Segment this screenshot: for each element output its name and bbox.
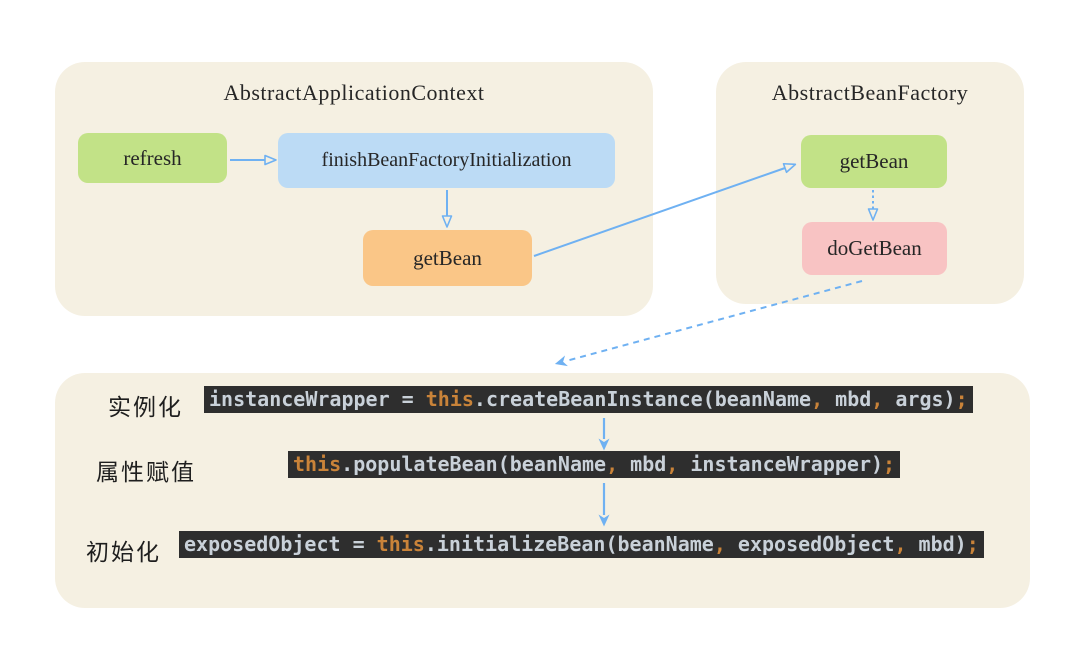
panel-application-context: AbstractApplicationContext refresh finis…	[55, 62, 653, 316]
panel-title-application-context: AbstractApplicationContext	[223, 80, 485, 105]
code-token-plain: mbd	[823, 387, 872, 411]
panel-title-bean-factory: AbstractBeanFactory	[771, 80, 969, 105]
panel-bean-lifecycle: 实例化 instanceWrapper = this.createBeanIns…	[55, 373, 1030, 608]
panel-bean-factory: AbstractBeanFactory getBean doGetBean	[716, 62, 1024, 304]
code-token-plain: .populateBean(beanName	[341, 452, 607, 476]
code-token-keyword: ;	[955, 387, 968, 411]
step-label-instantiation: 实例化	[108, 395, 183, 420]
code-token-plain: instanceWrapper)	[678, 452, 884, 476]
node-finish-bean-factory-initialization: finishBeanFactoryInitialization	[278, 133, 615, 188]
code-line-initialize-bean: exposedObject = this.initializeBean(bean…	[179, 531, 984, 558]
code-token-keyword: ;	[966, 532, 979, 556]
code-token-keyword: ,	[666, 452, 679, 476]
code-token-keyword: ,	[894, 532, 907, 556]
code-token-keyword: this	[293, 452, 342, 476]
code-token-plain: .createBeanInstance(beanName	[473, 387, 812, 411]
node-get-bean-factory: getBean	[801, 135, 947, 188]
node-refresh: refresh	[78, 133, 227, 183]
code-token-plain: .initializeBean(beanName	[424, 532, 714, 556]
code-token-keyword: ,	[871, 387, 884, 411]
code-token-plain: mbd	[618, 452, 667, 476]
step-label-initialization: 初始化	[86, 540, 161, 565]
code-token-plain: exposedObject	[725, 532, 895, 556]
code-token-plain: instanceWrapper =	[209, 387, 426, 411]
code-token-keyword: ,	[606, 452, 619, 476]
code-line-populate-bean: this.populateBean(beanName, mbd, instanc…	[288, 451, 901, 478]
code-line-create-bean-instance: instanceWrapper = this.createBeanInstanc…	[204, 386, 973, 413]
code-token-plain: mbd)	[906, 532, 967, 556]
code-token-keyword: ,	[811, 387, 824, 411]
code-token-plain: exposedObject =	[184, 532, 377, 556]
step-label-property-assignment: 属性赋值	[96, 460, 196, 485]
code-token-keyword: ,	[713, 532, 726, 556]
code-token-keyword: ;	[883, 452, 896, 476]
node-get-bean-context: getBean	[363, 230, 532, 286]
code-token-keyword: this	[425, 387, 474, 411]
node-do-get-bean: doGetBean	[802, 222, 947, 275]
code-token-keyword: this	[376, 532, 425, 556]
code-token-plain: args)	[883, 387, 956, 411]
